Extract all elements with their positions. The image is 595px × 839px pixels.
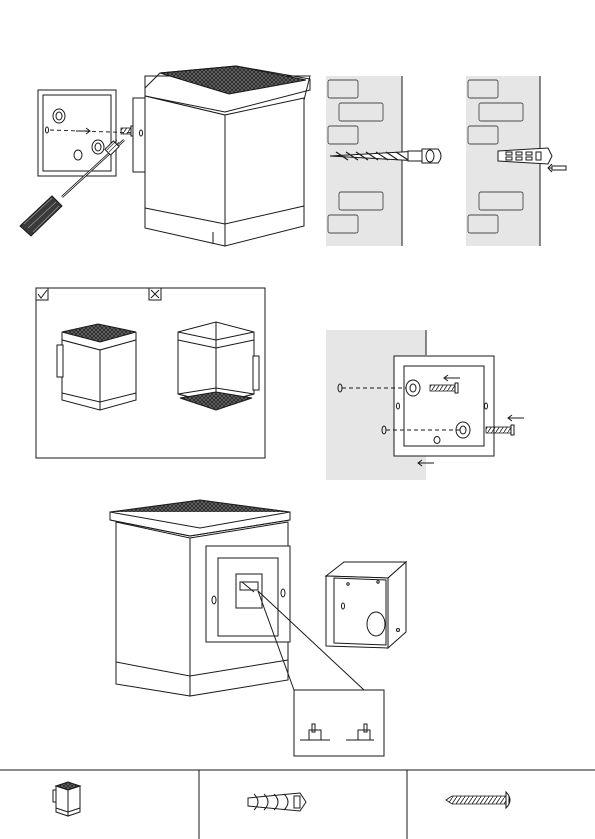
wall-plug-icon [498, 148, 552, 164]
lamp-upright [57, 324, 136, 410]
lamp-upside-down [178, 322, 259, 410]
wall-plug-icon [248, 793, 306, 811]
lamp-body-icon [53, 782, 80, 816]
push-arrow-icon [548, 164, 566, 172]
step-5-mount-plate [326, 330, 524, 480]
step-3-insert-wall-plug [466, 76, 566, 246]
mounting-plate [394, 356, 494, 456]
step-2-drill-wall [326, 76, 441, 246]
junction-box [326, 562, 406, 648]
small-screw-icon [121, 126, 134, 136]
parts-legend [0, 770, 595, 839]
lamp-body-open [133, 66, 310, 246]
check-box [36, 288, 48, 300]
step-1-open-lamp [20, 66, 310, 246]
screw-icon [446, 792, 510, 808]
step-6-connect-wires [110, 500, 406, 756]
wire-detail-inset [294, 690, 384, 756]
step-4-correct-orientation [36, 288, 265, 458]
